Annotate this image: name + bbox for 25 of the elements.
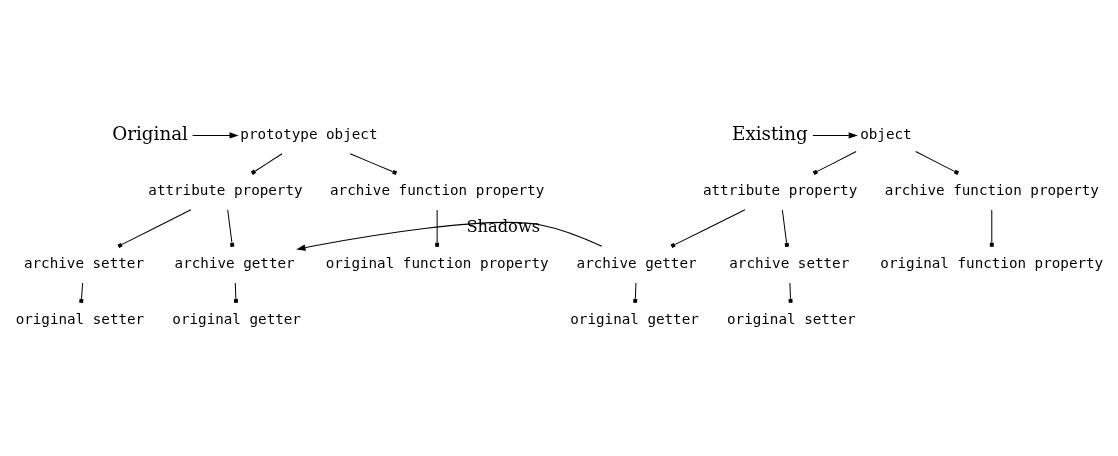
arrow bbox=[812, 132, 858, 139]
node-text: attribute property bbox=[148, 182, 303, 199]
node-text: attribute property bbox=[702, 182, 858, 199]
node-text: object bbox=[860, 126, 912, 143]
arrow bbox=[296, 221, 603, 251]
node-text: original setter bbox=[15, 311, 145, 328]
edge-label: Shadows bbox=[466, 216, 541, 236]
node-text: original function property bbox=[880, 255, 1104, 272]
node-text: original getter bbox=[570, 311, 699, 328]
node-text: original function property bbox=[325, 255, 549, 272]
node-text: prototype object bbox=[240, 126, 378, 143]
node-text: archive getter bbox=[576, 255, 697, 272]
node-text: archive function property bbox=[330, 182, 545, 199]
node-text: original setter bbox=[727, 311, 856, 328]
node-text: Original bbox=[112, 122, 188, 144]
connector bbox=[117, 209, 192, 249]
node-text: archive getter bbox=[174, 255, 295, 272]
node-text: original getter bbox=[172, 311, 301, 328]
node-text: Existing bbox=[732, 122, 808, 144]
arrow bbox=[192, 132, 239, 139]
node-text: archive function property bbox=[884, 182, 1099, 199]
node-text: archive setter bbox=[729, 255, 850, 272]
connector bbox=[670, 209, 746, 249]
connector bbox=[250, 153, 283, 175]
node-text: archive setter bbox=[24, 255, 144, 272]
